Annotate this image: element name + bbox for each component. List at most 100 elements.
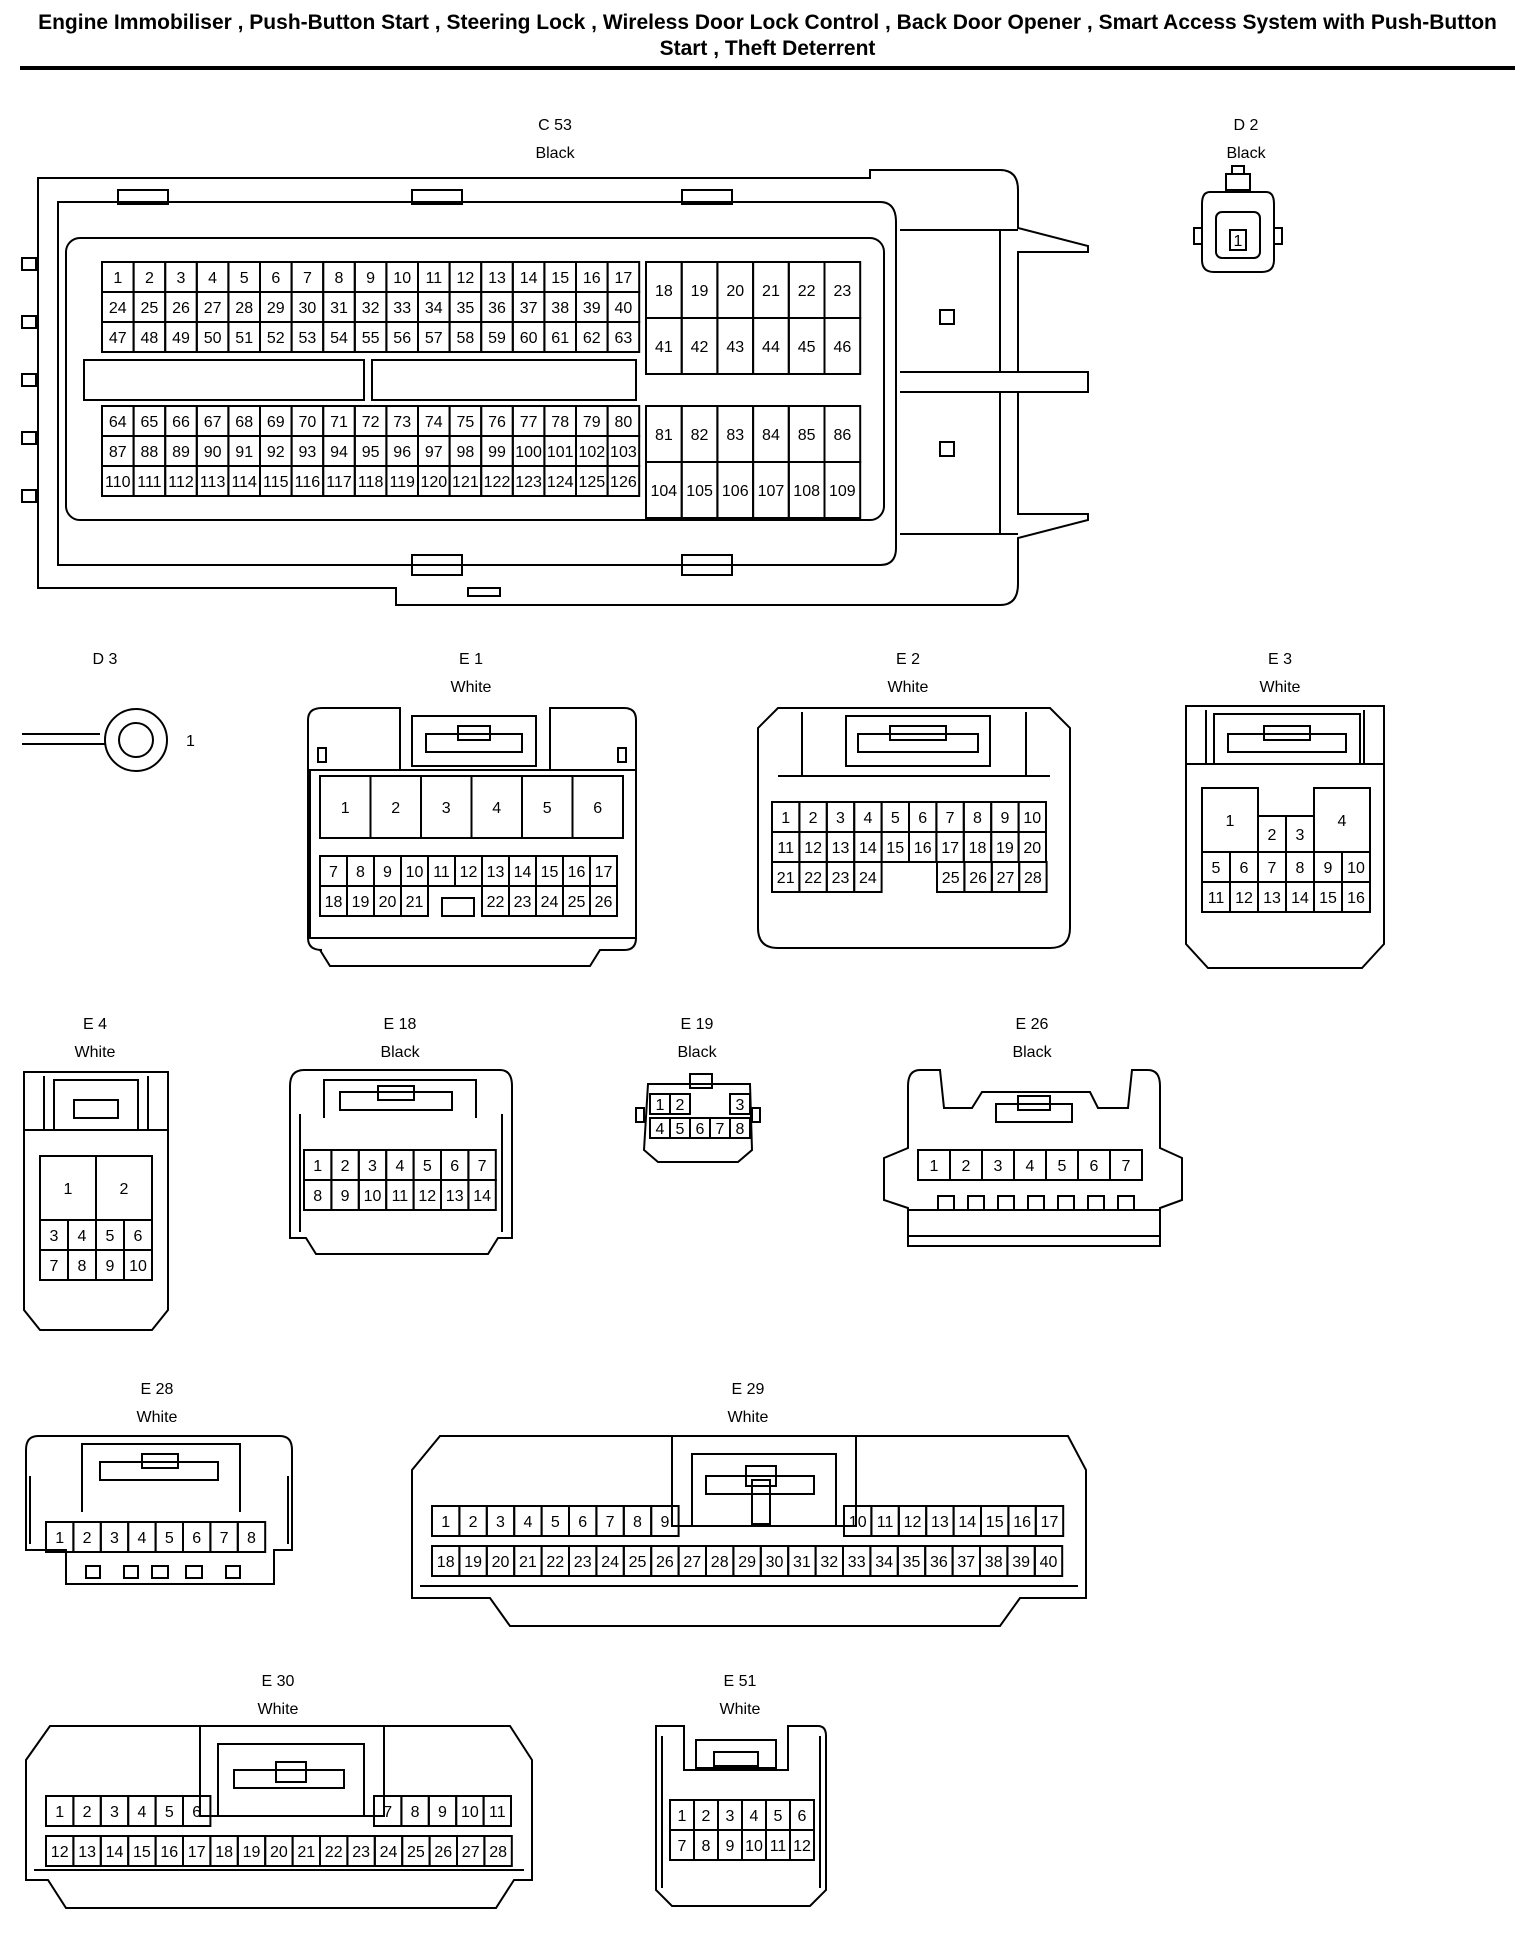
terminal-number: 66: [172, 414, 190, 431]
terminal-number: 8: [247, 1530, 256, 1547]
terminal-number: 80: [615, 414, 633, 431]
terminal-number: 5: [240, 270, 249, 287]
terminal-number: 6: [696, 1121, 705, 1138]
terminal-number: 17: [941, 840, 959, 857]
terminal-number: 16: [1013, 1514, 1031, 1531]
terminal-number: 122: [484, 474, 511, 491]
terminal-number: 6: [450, 1158, 459, 1175]
terminal-cell: [729, 1093, 751, 1115]
terminal-number: 107: [758, 483, 785, 500]
terminal-number: 5: [774, 1808, 783, 1825]
terminal-number: 22: [798, 283, 816, 300]
terminal-number: 6: [192, 1530, 201, 1547]
connector-code-e3: E 3: [1267, 651, 1292, 668]
terminal-number: 54: [330, 330, 348, 347]
connector-color-c53: Black: [535, 145, 575, 162]
terminal-number: 28: [235, 300, 253, 317]
terminal-number: 5: [543, 800, 552, 817]
terminal-number: 56: [393, 330, 411, 347]
terminal-number: 31: [793, 1554, 811, 1571]
connector-color-e3: White: [1259, 679, 1301, 696]
terminal-number: 67: [204, 414, 222, 431]
terminal-cell: [606, 465, 641, 497]
terminal-number: 59: [488, 330, 506, 347]
terminal-number: 7: [303, 270, 312, 287]
terminal-number: 9: [383, 864, 392, 881]
connector-code-e28: E 28: [140, 1381, 174, 1398]
terminal-number: 45: [798, 339, 816, 356]
terminal-number: 29: [267, 300, 285, 317]
terminal-number: 4: [492, 800, 501, 817]
connector-color-e18: Black: [380, 1044, 420, 1061]
terminal-number: 4: [78, 1228, 87, 1245]
terminal-number: 63: [615, 330, 633, 347]
connector-color-e26: Black: [1012, 1044, 1052, 1061]
terminal-number: 89: [172, 444, 190, 461]
terminal-number: 14: [106, 1844, 124, 1861]
terminal-number: 8: [633, 1514, 642, 1531]
terminal-number: 6: [578, 1514, 587, 1531]
terminal-number: 15: [1319, 890, 1337, 907]
terminal-number: 81: [655, 427, 673, 444]
terminal-number: 5: [423, 1158, 432, 1175]
terminal-cell: [1018, 861, 1048, 893]
connector-e51-housing: [655, 1725, 827, 1907]
terminal-number: 10: [129, 1258, 147, 1275]
terminal-number: 12: [804, 840, 822, 857]
terminal-number: 2: [676, 1097, 685, 1114]
terminal-number: 116: [295, 474, 321, 491]
terminal-number: 8: [78, 1258, 87, 1275]
connector-color-e4: White: [74, 1044, 116, 1061]
terminal-number: 15: [551, 270, 569, 287]
connector-color-d2: Black: [1226, 145, 1266, 162]
terminal-cell: [1034, 1505, 1065, 1537]
terminal-number: 62: [583, 330, 601, 347]
terminal-number: 10: [849, 1514, 867, 1531]
connector-e29-housing: [411, 1435, 1087, 1627]
terminal-number: 14: [859, 840, 877, 857]
terminal-number: 123: [515, 474, 542, 491]
terminal-number: 125: [578, 474, 605, 491]
terminal-number: 8: [411, 1804, 420, 1821]
connector-code-e29: E 29: [731, 1381, 765, 1398]
terminal-number: 77: [520, 414, 538, 431]
terminal-number: 11: [433, 864, 450, 881]
terminal-number: 6: [593, 800, 602, 817]
terminal-number: 14: [514, 864, 532, 881]
terminal-number: 23: [832, 870, 850, 887]
terminal-number: 5: [1212, 860, 1221, 877]
connector-c53-housing: [21, 169, 1089, 606]
terminal-number: 11: [777, 840, 794, 857]
terminal-number: 10: [461, 1804, 479, 1821]
terminal-number: 4: [137, 1530, 146, 1547]
terminal-number: 75: [457, 414, 475, 431]
terminal-number: 3: [110, 1804, 119, 1821]
terminal-number: 13: [832, 840, 850, 857]
terminal-number: 103: [610, 444, 637, 461]
terminal-number: 79: [583, 414, 601, 431]
terminal-number: 118: [358, 474, 384, 491]
terminal-number: 13: [487, 864, 505, 881]
terminal-number: 11: [770, 1838, 787, 1855]
terminal-number: 10: [1023, 810, 1041, 827]
connector-e18-housing: [289, 1069, 513, 1255]
terminal-cell: [650, 1505, 680, 1537]
terminal-number: 49: [172, 330, 190, 347]
terminal-number: 35: [903, 1554, 921, 1571]
terminal-number: 13: [1263, 890, 1281, 907]
terminal-number: 1: [113, 270, 122, 287]
terminal-number: 12: [904, 1514, 922, 1531]
terminal-number: 16: [1347, 890, 1365, 907]
terminal-number: 55: [362, 330, 380, 347]
terminal-number: 21: [777, 870, 795, 887]
terminal-number: 98: [457, 444, 475, 461]
terminal-number: 18: [969, 840, 987, 857]
terminal-number: 8: [335, 270, 344, 287]
terminal-number: 21: [297, 1844, 315, 1861]
terminal-number: 3: [726, 1808, 735, 1825]
terminal-number: 17: [188, 1844, 206, 1861]
terminal-number: 12: [793, 1838, 811, 1855]
terminal-number: 113: [200, 474, 226, 491]
